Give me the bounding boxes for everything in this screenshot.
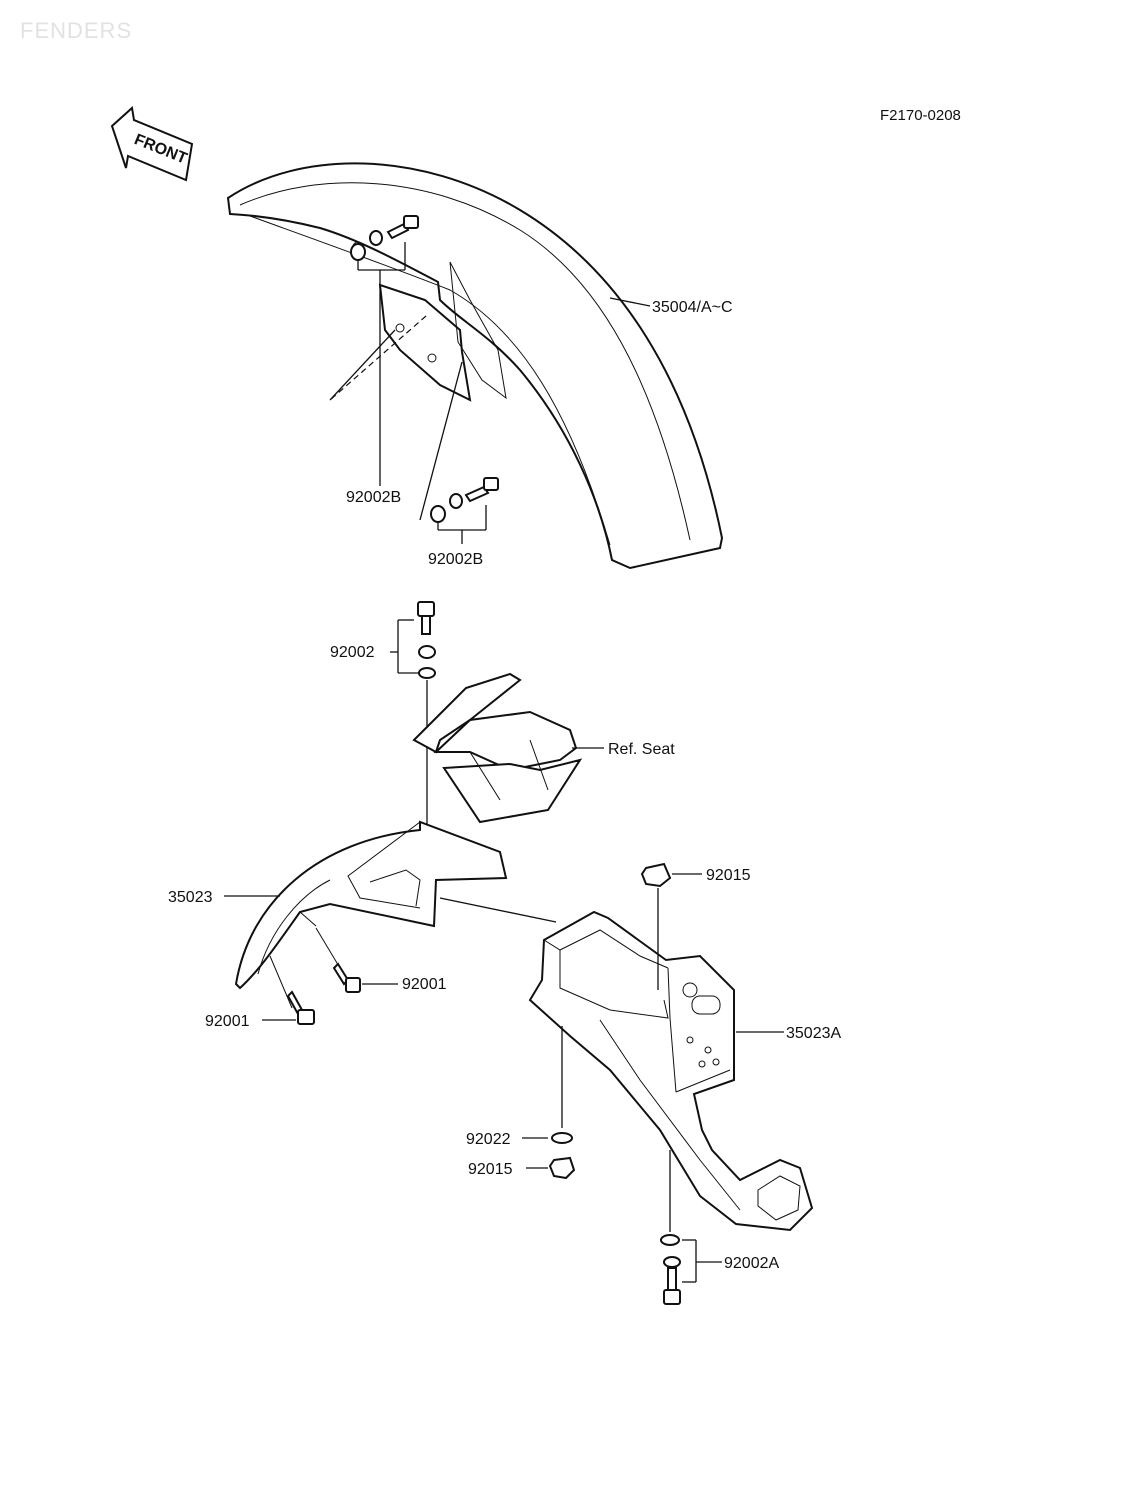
label-rear-fender-front: 35023 — [168, 889, 213, 906]
bolt-92001-lower — [262, 990, 315, 1025]
label-bolt-92001-lower: 92001 — [205, 1013, 250, 1030]
rear-fender-front — [224, 820, 557, 1009]
bolt-92001-upper — [332, 962, 398, 993]
label-washer-92022: 92022 — [466, 1131, 511, 1148]
front-arrow-icon: FRONT — [110, 106, 194, 182]
label-bolt-92001-upper: 92001 — [402, 976, 447, 993]
seat-bracket — [412, 672, 604, 824]
bolt-set-92002b-left — [329, 215, 427, 486]
bolt-set-92002b-right — [419, 361, 499, 544]
label-ref-seat: Ref. Seat — [608, 741, 675, 758]
label-bolt-92002a: 92002A — [724, 1255, 779, 1272]
label-front-fender: 35004/A~C — [652, 299, 733, 316]
label-rear-fender-rear: 35023A — [786, 1025, 841, 1042]
leader-front-fender — [609, 297, 651, 307]
watermark-text: FENDERS — [20, 18, 132, 43]
label-bolt-right-front: 92002B — [428, 551, 483, 568]
label-nut-bottom: 92015 — [468, 1161, 513, 1178]
label-bolt-left-front: 92002B — [346, 489, 401, 506]
washer-92022 — [522, 1026, 573, 1144]
bolt-set-92002a — [660, 1150, 722, 1305]
nut-92015-top — [640, 862, 702, 990]
figure-code: F2170-0208 — [880, 107, 961, 124]
front-fender — [226, 162, 724, 570]
nut-92015-bottom — [526, 1156, 576, 1180]
label-bolt-top: 92002 — [330, 644, 375, 661]
label-nut-top: 92015 — [706, 867, 751, 884]
rear-fender-rear — [528, 910, 814, 1232]
